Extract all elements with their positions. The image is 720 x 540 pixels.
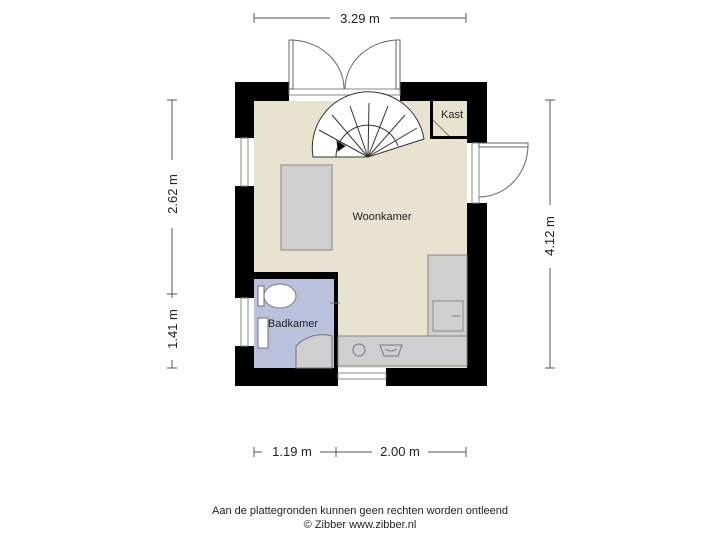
bottom-window-opening bbox=[338, 368, 386, 386]
spiral-staircase bbox=[311, 91, 425, 158]
bath-sink bbox=[257, 317, 269, 349]
dim-left-upper: 2.62 m bbox=[165, 174, 180, 214]
room-label-bathroom: Badkamer bbox=[268, 318, 318, 330]
shower-tray bbox=[295, 334, 333, 369]
bathroom-side-wall bbox=[334, 279, 338, 368]
bathroom-top-wall bbox=[254, 272, 338, 279]
footer-copyright: © Zibber www.zibber.nl bbox=[303, 519, 417, 531]
left-window-opening bbox=[235, 138, 254, 186]
dim-top-width: 3.29 m bbox=[340, 11, 380, 26]
side-door bbox=[478, 142, 529, 198]
dim-left-lower: 1.41 m bbox=[165, 309, 180, 349]
french-doors bbox=[288, 39, 401, 90]
kitchen-sink bbox=[432, 300, 464, 332]
dimension-lines bbox=[167, 13, 555, 457]
closet-wall-bottom bbox=[430, 136, 467, 139]
washing-machine-icon bbox=[379, 344, 403, 357]
kitchen-counter-bottom bbox=[337, 335, 468, 367]
dim-bottom-right: 2.00 m bbox=[380, 444, 420, 459]
dim-right-height: 4.12 m bbox=[542, 216, 557, 256]
right-door-opening bbox=[467, 143, 487, 203]
dining-table bbox=[280, 164, 333, 251]
room-label-closet: Kast bbox=[441, 109, 463, 121]
left-lower-window-opening bbox=[235, 298, 254, 346]
closet-floor bbox=[432, 101, 467, 139]
footer-disclaimer: Aan de plattegronden kunnen geen rechten… bbox=[211, 505, 508, 517]
stove-icon bbox=[352, 343, 366, 357]
toilet-tank bbox=[257, 285, 265, 307]
kitchen-counter-side bbox=[427, 254, 468, 338]
dim-bottom-left: 1.19 m bbox=[272, 444, 312, 459]
toilet-icon bbox=[263, 283, 297, 309]
closet-diagonal bbox=[432, 119, 450, 137]
room-label-living: Woonkamer bbox=[352, 211, 411, 223]
closet-wall-left bbox=[430, 101, 433, 139]
